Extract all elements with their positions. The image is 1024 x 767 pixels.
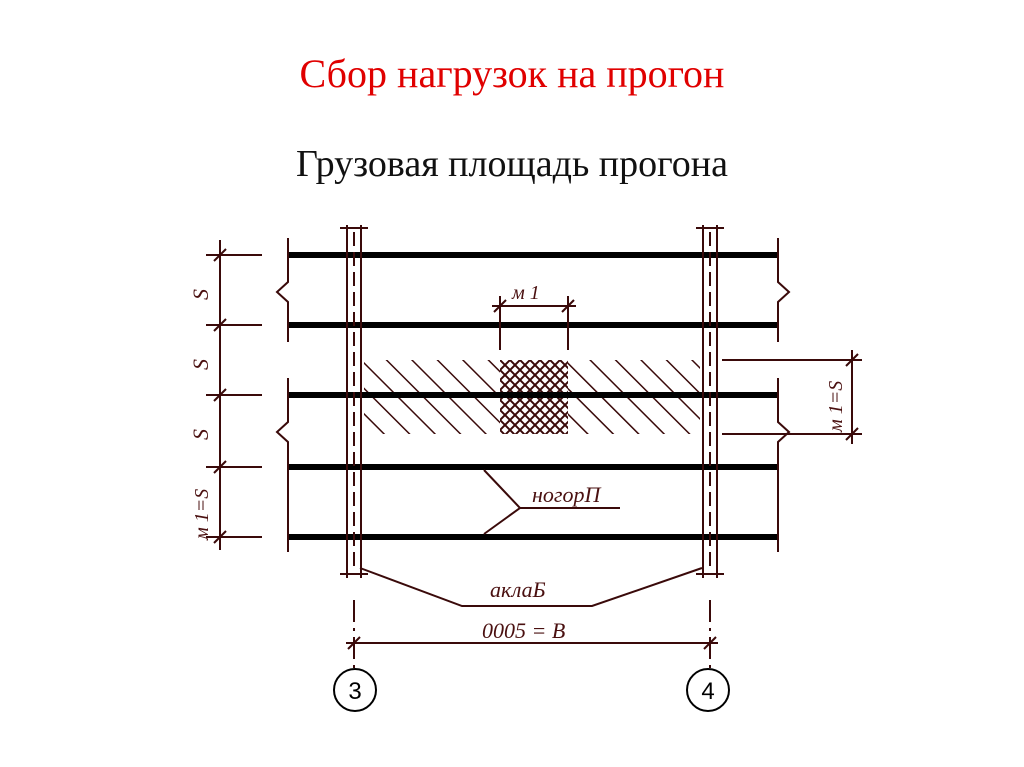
span-label: 0005 = B bbox=[482, 618, 565, 643]
s3-label: S bbox=[188, 429, 213, 440]
span-dimension bbox=[346, 636, 718, 650]
beam-leader bbox=[359, 567, 703, 607]
beam-label: аклаБ bbox=[490, 577, 546, 602]
axis-marker-4: 4 bbox=[686, 668, 730, 712]
m1-right-dimension bbox=[722, 350, 862, 444]
page-subtitle: Грузовая площадь прогона bbox=[296, 143, 728, 185]
page-title: Сбор нагрузок на прогон bbox=[299, 51, 725, 96]
purlins bbox=[288, 252, 778, 540]
right-break-lines bbox=[777, 238, 791, 552]
left-dimension-chain bbox=[206, 240, 262, 550]
m1-top-dimension bbox=[492, 296, 576, 350]
m1-right-label: м 1=S bbox=[825, 381, 847, 433]
beam-axis-4 bbox=[696, 225, 724, 578]
s1-label: S bbox=[188, 289, 213, 300]
purlin-label: нoгорП bbox=[532, 482, 601, 507]
beam-axis-3 bbox=[340, 225, 368, 578]
m1-top-label: м 1 bbox=[511, 282, 540, 304]
axis-marker-3: 3 bbox=[333, 668, 377, 712]
left-break-lines bbox=[275, 238, 289, 552]
svg-text:4: 4 bbox=[701, 678, 714, 705]
axis-lines bbox=[353, 600, 711, 668]
s2-label: S bbox=[188, 359, 213, 370]
svg-text:3: 3 bbox=[348, 678, 361, 705]
m1-left-label: м 1=S bbox=[191, 489, 213, 541]
purlin-leader bbox=[483, 469, 620, 535]
